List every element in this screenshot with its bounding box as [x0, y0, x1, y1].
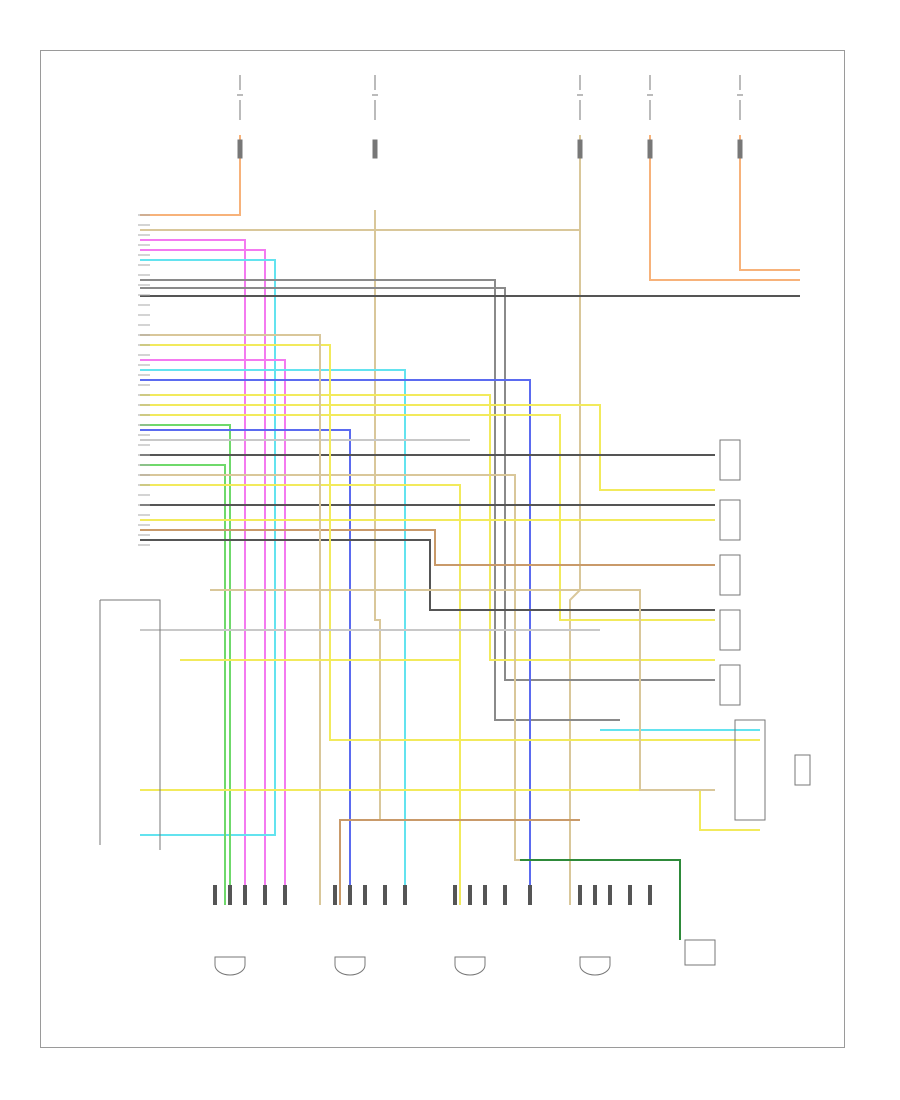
actuator-connector-pin — [578, 885, 582, 905]
wire-yellow-3 — [140, 414, 715, 621]
actuator-connector-pin — [263, 885, 267, 905]
actuator-connector-pin — [243, 885, 247, 905]
actuator-connector-pin — [283, 885, 287, 905]
actuator-connector-pin — [403, 885, 407, 905]
temperature-sensor-4-box — [719, 609, 741, 651]
air-temperature-sensor-box — [684, 939, 716, 966]
temperature-sensor-3-box — [719, 554, 741, 596]
wire-tan-3 — [140, 334, 321, 905]
fuse-3 — [577, 75, 583, 159]
left-temperature-actuator-body — [334, 956, 366, 976]
module-pin-row — [138, 214, 150, 546]
actuator-connector-pin — [228, 885, 232, 905]
wire-gray-2 — [140, 287, 715, 681]
wire-tan-fuse-3 — [569, 135, 581, 905]
wire-pink-1 — [140, 239, 246, 905]
wire-tan-2 — [140, 474, 681, 940]
wire-yellow-1 — [140, 394, 715, 661]
actuator-connector-pin — [483, 885, 487, 905]
wire-yellow-8 — [140, 789, 760, 831]
wire-pink-2 — [140, 249, 266, 905]
actuator-connector-pin — [628, 885, 632, 905]
wire-cyan-2 — [140, 369, 406, 905]
actuator-connector-pin — [648, 885, 652, 905]
actuator-connector-pin — [363, 885, 367, 905]
wire-yellow-2 — [140, 404, 715, 491]
blower-motor-resistor-plug — [794, 754, 811, 786]
actuator-connector-pin — [383, 885, 387, 905]
temperature-sensor-1-box — [719, 439, 741, 481]
actuator-connector-pin — [593, 885, 597, 905]
right-temperature-actuator-body — [454, 956, 486, 976]
fuse-2 — [372, 75, 378, 159]
wire-green-2 — [140, 464, 226, 905]
actuator-connector-pin — [348, 885, 352, 905]
temperature-sensor-2-box — [719, 499, 741, 541]
fuse-block — [237, 75, 743, 159]
blower-motor-resistor-box — [734, 719, 766, 821]
fuse-4 — [647, 75, 653, 159]
wire-cyan-1 — [140, 259, 276, 836]
wire-yellow-7 — [180, 659, 461, 700]
fuse-5 — [737, 75, 743, 159]
climate-control-module-outline — [99, 599, 161, 850]
wire-orange-fuse-4 — [649, 135, 800, 281]
actuator-connector-pin — [213, 885, 217, 905]
wire-green-1 — [140, 424, 231, 905]
fuse-1 — [237, 75, 243, 159]
diagram-frame — [40, 50, 845, 1048]
actuator-connector-pin — [608, 885, 612, 905]
wire-blue-2 — [140, 429, 351, 905]
wire-sienna-1 — [140, 529, 715, 566]
wire-tan-5 — [210, 589, 715, 791]
wire-dark-2 — [140, 539, 715, 611]
wire-tan-fuse-2 — [374, 210, 381, 820]
wire-harness — [140, 135, 800, 940]
wire-orange-fuse-1 — [140, 135, 241, 216]
wire-tan-4 — [339, 819, 580, 905]
wire-pink-3 — [140, 359, 286, 905]
connector-pins — [213, 885, 652, 905]
defroster-door-actuator-body — [214, 956, 246, 976]
wire-orange-fuse-5 — [739, 135, 800, 271]
actuator-connector-pin — [468, 885, 472, 905]
wire-blue-1 — [140, 379, 531, 905]
mode-door-actuator-body — [579, 956, 611, 976]
actuator-connector-pin — [333, 885, 337, 905]
wire-yellow-4 — [140, 484, 461, 905]
actuator-connector-pin — [503, 885, 507, 905]
actuator-connector-pin — [453, 885, 457, 905]
wire-yellow-6 — [140, 344, 760, 741]
wire-gray-1 — [140, 279, 620, 721]
actuator-connector-pin — [528, 885, 532, 905]
wire-green-3 — [520, 859, 681, 940]
temperature-sensor-5-box — [719, 664, 741, 706]
component-outlines — [99, 439, 811, 976]
